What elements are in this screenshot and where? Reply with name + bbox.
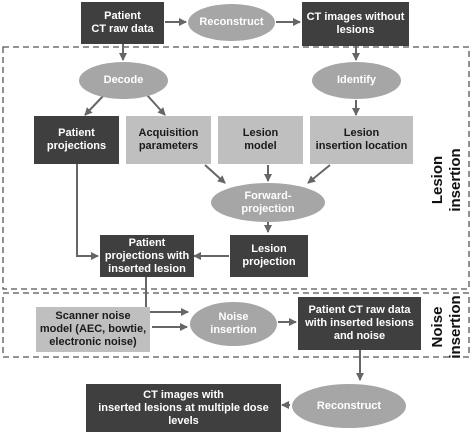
lesion-insertion-group-border xyxy=(2,46,470,290)
arrow-patient-projections-to-merge xyxy=(76,164,99,260)
arrow-merge-to-noise-insertion xyxy=(145,276,189,316)
patient-ct-raw-data-box: Patient CT raw data xyxy=(81,2,164,44)
noise-insertion-group-label: Noise insertion xyxy=(429,295,464,359)
arrow-acquisition-to-forward xyxy=(204,164,226,184)
noise-insertion-group-border xyxy=(2,292,470,358)
lesion-insertion-location-box: Lesion insertion location xyxy=(310,116,413,164)
ct-images-without-lesions-box: CT images without lesions xyxy=(302,2,409,46)
patient-projections-box: Patient projections xyxy=(34,116,119,164)
scanner-noise-model-box: Scanner noise model (AEC, bowtie, electr… xyxy=(36,307,150,352)
identify-oval: Identify xyxy=(312,62,401,99)
decode-oval: Decode xyxy=(79,62,168,99)
acquisition-parameters-box: Acquisition parameters xyxy=(126,116,211,164)
patient-ct-raw-data-with-noise-box: Patient CT raw data with inserted lesion… xyxy=(298,297,421,350)
reconstruct-top-oval: Reconstruct xyxy=(188,4,275,41)
lesion-insertion-group-label: Lesion insertion xyxy=(429,148,464,212)
arrow-location-to-forward xyxy=(307,164,331,184)
reconstruct-bottom-oval: Reconstruct xyxy=(292,384,406,428)
arrow-decode-to-patient-projections xyxy=(84,94,105,116)
lesion-model-box: Lesion model xyxy=(218,116,303,164)
arrow-decode-to-acquisition xyxy=(146,94,166,116)
forward-projection-oval: Forward- projection xyxy=(211,183,325,222)
patient-projections-with-lesion-box: Patient projections with inserted lesion xyxy=(100,235,194,277)
noise-insertion-oval: Noise insertion xyxy=(190,302,277,346)
lesion-projection-box: Lesion projection xyxy=(230,235,308,277)
ct-images-multiple-dose-box: CT images with inserted lesions at multi… xyxy=(86,384,281,432)
